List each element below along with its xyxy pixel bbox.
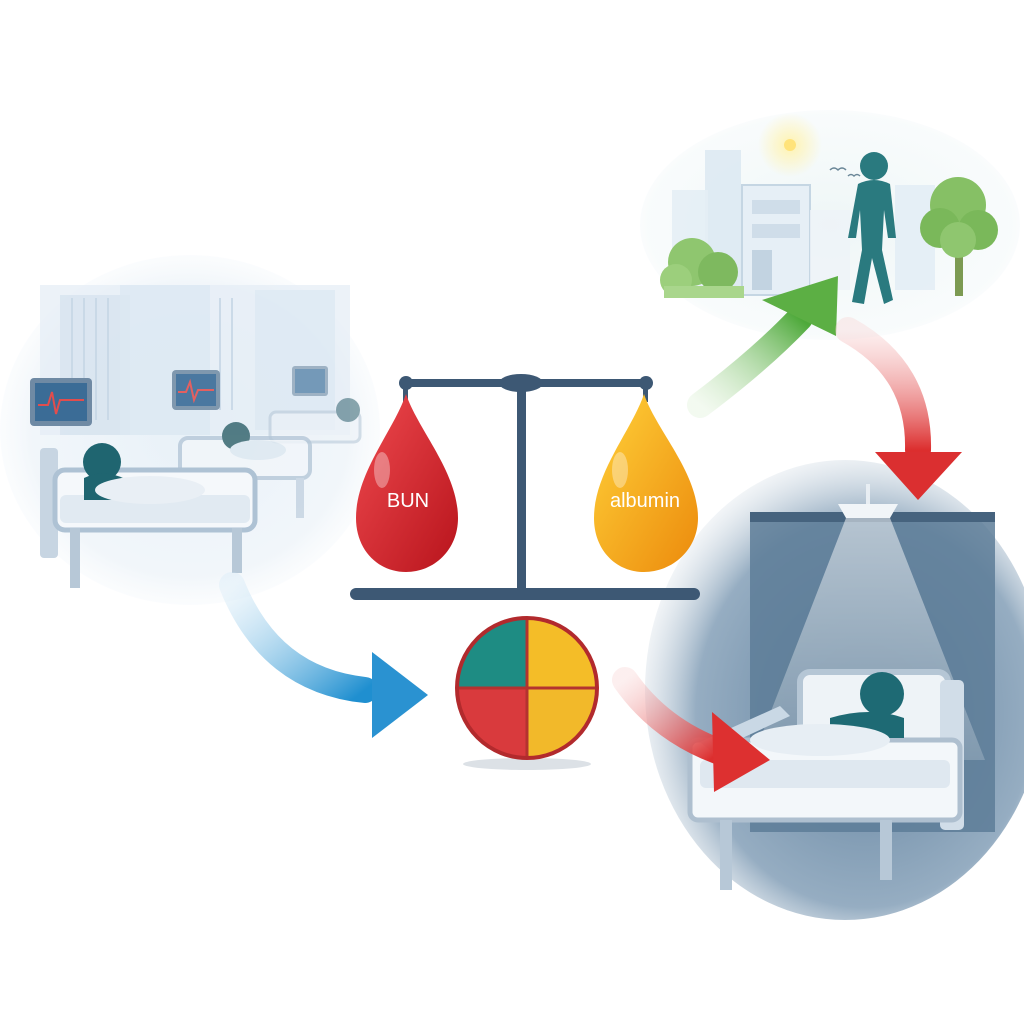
bush-icon xyxy=(660,238,744,298)
monitor-icon xyxy=(30,378,92,426)
tree-icon xyxy=(920,177,998,296)
risk-pie-icon xyxy=(455,616,599,770)
arrow-ward-to-pie xyxy=(219,572,428,738)
patient-icon xyxy=(750,672,904,756)
balance-scale-icon xyxy=(350,374,700,600)
arrow-recovery-to-icu xyxy=(835,317,962,500)
ward-bed-icon xyxy=(40,443,258,588)
monitor-icon xyxy=(292,366,328,396)
arrow-to-recovery xyxy=(687,276,838,418)
person-icon xyxy=(848,152,896,304)
monitor-icon xyxy=(172,370,220,410)
bun-drop: BUN xyxy=(356,394,458,572)
arrow-pie-to-icu xyxy=(612,667,770,792)
icu-bed-icon xyxy=(645,460,1024,920)
albumin-label: albumin xyxy=(610,490,680,512)
hospital-ward-icon xyxy=(0,255,380,605)
discharged-person-icon xyxy=(640,110,1020,340)
bun-label: BUN xyxy=(387,490,429,512)
albumin-drop: albumin xyxy=(594,394,698,572)
ceiling-lamp-icon xyxy=(838,484,898,518)
